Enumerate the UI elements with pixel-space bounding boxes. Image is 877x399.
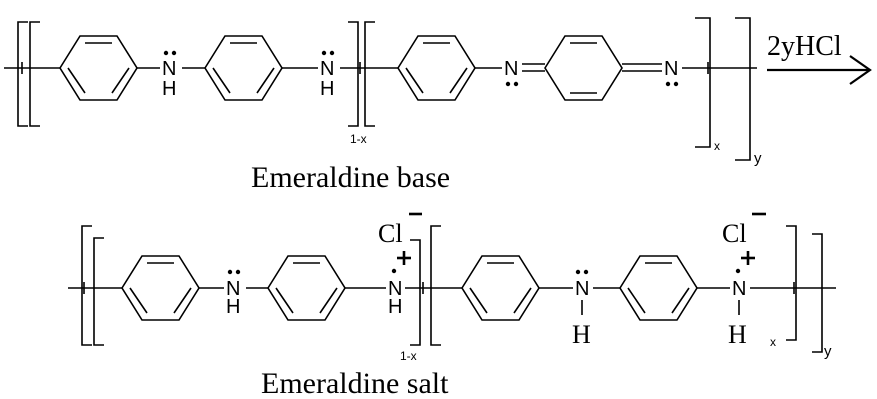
lone-pair-dot <box>583 269 589 275</box>
nh-hydrogen-label: H <box>728 320 747 349</box>
lone-pair-dot <box>665 81 671 87</box>
chloride-counterion-label: Cl <box>378 219 403 248</box>
lone-pair-dot <box>321 50 327 56</box>
ring-double-bonds <box>67 42 130 94</box>
oxidized-unit-right-bracket <box>786 225 797 341</box>
lone-pair-dot <box>505 81 511 87</box>
radical-dot <box>391 268 397 274</box>
lone-pair-dot <box>171 50 177 56</box>
outer-right-bracket <box>812 233 823 353</box>
ring-double-bonds <box>469 262 532 314</box>
amine-nitrogen-label: N <box>732 278 746 300</box>
reduced-unit-right-bracket <box>410 239 421 346</box>
arrow-head <box>849 55 872 85</box>
lone-pair-dot <box>673 81 679 87</box>
oxidized-unit-left-bracket <box>430 225 441 346</box>
lone-pair-dot <box>329 50 335 56</box>
emeraldine-base-caption: Emeraldine base <box>251 161 450 194</box>
inner-left-bracket <box>93 237 104 346</box>
amine-hydrogen-label: H <box>388 296 402 318</box>
subscript-1-minus-x: 1-x <box>400 349 417 363</box>
amine-nitrogen-label: N <box>162 58 176 80</box>
benzene-ring <box>121 255 200 321</box>
emeraldine-salt-caption: Emeraldine salt <box>261 367 449 399</box>
amine-hydrogen-label: H <box>226 296 240 318</box>
amine-nitrogen-label: N <box>575 278 589 300</box>
reaction-arrow: 2yHCl <box>767 31 872 85</box>
benzene-ring <box>461 255 540 321</box>
lone-pair-dot <box>235 269 241 275</box>
reduced-unit-right-bracket <box>348 21 359 127</box>
outer-right-bracket <box>735 17 751 161</box>
reagent-label: 2yHCl <box>767 31 842 62</box>
lone-pair-dot <box>513 81 519 87</box>
amine-hydrogen-label: H <box>320 78 334 100</box>
inner-left-bracket <box>29 21 40 127</box>
lone-pair-dot <box>575 269 581 275</box>
amine-nitrogen-label: N <box>320 58 334 80</box>
emeraldine-base-structure: N H N H 1-x N N x <box>4 17 762 194</box>
subscript-y: y <box>754 150 762 167</box>
chloride-counterion-label: Cl <box>722 219 747 248</box>
benzene-ring <box>267 255 346 321</box>
amine-nitrogen-label: N <box>388 278 402 300</box>
lone-pair-dot <box>163 50 169 56</box>
subscript-x: x <box>770 335 776 349</box>
ring-double-bonds <box>627 262 690 314</box>
ring-double-bonds <box>275 262 338 314</box>
subscript-y: y <box>824 343 832 360</box>
ring-double-bonds <box>405 42 468 94</box>
oxidized-unit-left-bracket <box>364 21 375 127</box>
benzene-ring <box>619 255 698 321</box>
oxidized-unit-right-bracket <box>695 17 711 148</box>
amine-nitrogen-label: N <box>226 278 240 300</box>
benzene-ring <box>59 35 138 101</box>
ring-double-bonds <box>212 42 275 94</box>
subscript-1-minus-x: 1-x <box>350 132 367 146</box>
outer-left-bracket <box>81 225 92 346</box>
outer-left-bracket <box>17 21 28 127</box>
subscript-x: x <box>714 139 720 153</box>
benzene-ring <box>397 35 476 101</box>
emeraldine-salt-structure: N H Cl N H 1-x N H Cl <box>68 212 836 399</box>
radical-dot <box>735 268 741 274</box>
amine-hydrogen-label: H <box>162 78 176 100</box>
quinoid-double-bonds <box>570 42 597 94</box>
nh-hydrogen-label: H <box>572 320 591 349</box>
imine-nitrogen-label: N <box>664 58 678 80</box>
benzene-ring <box>204 35 283 101</box>
lone-pair-dot <box>227 269 233 275</box>
imine-nitrogen-label: N <box>504 58 518 80</box>
quinoid-ring <box>544 35 623 101</box>
ring-double-bonds <box>129 262 192 314</box>
